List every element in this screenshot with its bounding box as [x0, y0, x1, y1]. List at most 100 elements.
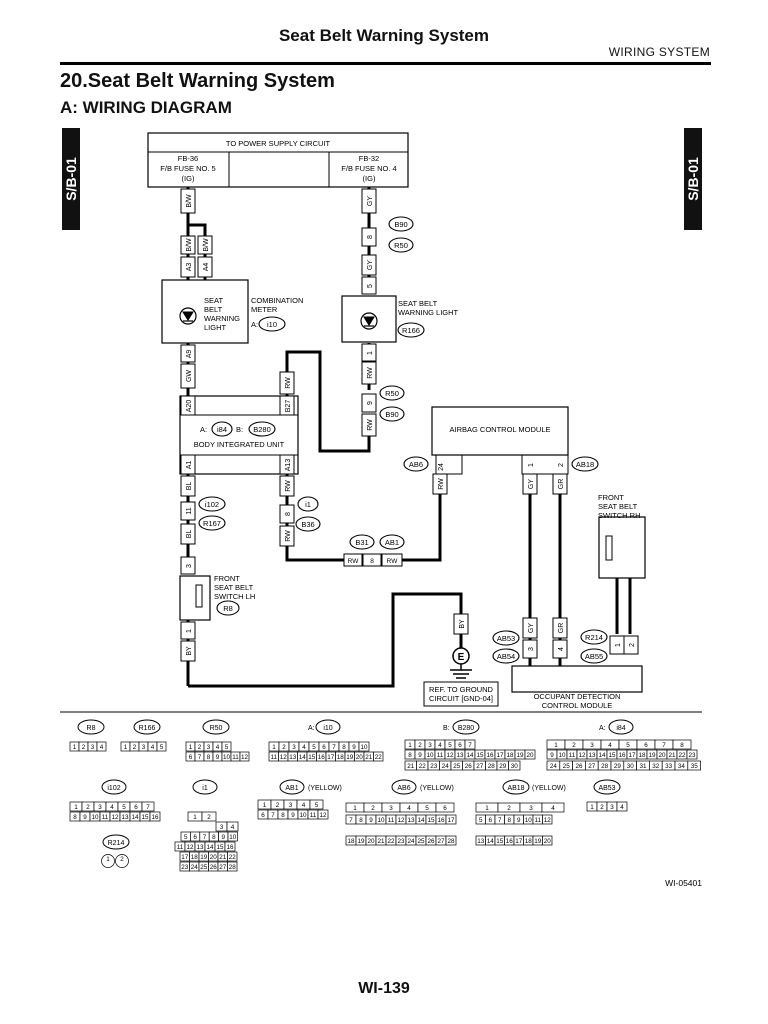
connector-b280-pin-number: 23 — [430, 763, 438, 770]
fuse-left-line1: FB-36 — [178, 154, 198, 163]
connector-i84-pin-number: 16 — [618, 752, 626, 759]
connector-r8-pin-number: 2 — [82, 744, 86, 751]
pin-label-a4: A4 — [203, 263, 210, 272]
connector-ab6-pin-number: 10 — [377, 817, 385, 824]
junction-b31-ab1 — [362, 553, 382, 567]
conn-ab54-label: AB54 — [497, 652, 515, 661]
view-i102-label: i102 — [107, 785, 120, 792]
connector-r50-pin-number: 12 — [241, 754, 249, 761]
connector-ab1-pin-number: 4 — [302, 802, 306, 809]
connector-i1-pin-number: 22 — [229, 854, 237, 861]
connector-i1-pin-number: 26 — [210, 864, 218, 871]
page-header-section: WIRING SYSTEM — [608, 45, 710, 59]
connector-ab6-pin-number: 16 — [437, 817, 445, 824]
section-title: 20.Seat Belt Warning System — [60, 70, 335, 92]
view-ab6-color: (YELLOW) — [420, 785, 454, 792]
connector-i10-pin-number: 17 — [327, 754, 335, 761]
connector-i102-pin-number: 8 — [73, 814, 77, 821]
connector-i84-pin-number: 8 — [680, 742, 684, 749]
connector-r214-pin-box — [101, 854, 115, 868]
connector-i10-pin-number: 7 — [332, 744, 336, 751]
connector-r50-pin-number: 3 — [207, 744, 211, 751]
connector-b280-pin-number: 20 — [526, 752, 534, 759]
connector-r8-pin-number: 3 — [91, 744, 95, 751]
connector-i10-pin-number: 12 — [280, 754, 288, 761]
conn-i10-label: i10 — [267, 320, 277, 329]
connector-i84-pin-number: 14 — [598, 752, 606, 759]
view-r214-label: R214 — [108, 840, 125, 847]
connector-r50-pin-box — [221, 741, 232, 752]
connector-ab53-pin-number: 3 — [610, 804, 614, 811]
connector-ab18-pin-number: 20 — [544, 838, 552, 845]
connector-i1-pin-number: 3 — [220, 824, 224, 831]
connector-i10-pin-number: 16 — [318, 754, 326, 761]
connector-ab18-pin-number: 12 — [544, 817, 552, 824]
occupant-detection-line2: CONTROL MODULE — [542, 701, 613, 710]
connector-i1-pin-number: 10 — [229, 834, 237, 841]
ground-label: E — [458, 652, 465, 663]
connector-ab18-pin-number: 9 — [517, 817, 521, 824]
connector-i1-pin-number: 19 — [200, 854, 208, 861]
view-i84-prefix: A: — [599, 725, 606, 732]
connector-b280-pin-number: 21 — [407, 763, 415, 770]
connector-r50-pin-number: 2 — [198, 744, 202, 751]
connector-b280-pin-number: 6 — [458, 742, 462, 749]
conn-r8-label: R8 — [223, 604, 233, 613]
conn-ab6-label: AB6 — [409, 460, 423, 469]
connector-i84-pin-number: 25 — [563, 763, 571, 770]
header-rule — [60, 62, 711, 65]
conn-b280-label: B280 — [253, 425, 271, 434]
connector-i84-pin-number: 13 — [588, 752, 596, 759]
connector-i1-pin-number: 17 — [181, 854, 189, 861]
connector-ab18-pin-number: 1 — [485, 805, 489, 812]
connector-i84-pin-number: 7 — [662, 742, 666, 749]
connector-ab18-pin-number: 3 — [529, 805, 533, 812]
pin-label-24: 24 — [438, 463, 445, 471]
wire-label-bw-3: B/W — [203, 238, 210, 252]
connector-ab6-pin-number: 24 — [407, 838, 415, 845]
connector-b280-pin-number: 28 — [488, 763, 496, 770]
connector-i84-pin-number: 5 — [626, 742, 630, 749]
connector-ab6-pin-number: 12 — [397, 817, 405, 824]
wire-label-by-2: BY — [459, 619, 466, 629]
wire-label-bw-2: B/W — [186, 238, 193, 252]
connector-ab6-pin-number: 8 — [359, 817, 363, 824]
connector-label-bubbles — [198, 216, 608, 664]
connector-i1-pin-number: 11 — [177, 844, 184, 851]
occupant-detection-module-box — [511, 665, 643, 693]
connector-b280-pin-number: 2 — [418, 742, 422, 749]
conn-i84-label: i84 — [217, 425, 227, 434]
conn-b90-mid-label: B90 — [385, 410, 398, 419]
connector-i10-pin-number: 14 — [299, 754, 307, 761]
connector-i1-pin-number: 14 — [206, 844, 214, 851]
connector-ab6-pin-number: 28 — [447, 838, 455, 845]
pin-label-a9: A9 — [186, 350, 193, 359]
lh-switch-line2: SEAT BELT — [214, 583, 254, 592]
connector-i84-pin-number: 30 — [627, 763, 635, 770]
connector-i84-pin-number: 2 — [572, 742, 576, 749]
lh-light-line2: BELT — [204, 305, 223, 314]
connector-i84-pin-number: 9 — [550, 752, 554, 759]
connector-i1-pin-number: 7 — [203, 834, 207, 841]
connector-i84-pin-number: 22 — [678, 752, 686, 759]
connector-b280-pin-number: 17 — [496, 752, 504, 759]
connector-i84-pin-number: 4 — [608, 742, 612, 749]
connector-ab6-pin-number: 22 — [387, 838, 395, 845]
connector-i10-pin-number: 1 — [272, 744, 276, 751]
connector-ab18-pin-number: 8 — [507, 817, 511, 824]
connector-b280-pin-box — [464, 739, 476, 750]
ground-ref-line1: REF. TO GROUND — [429, 685, 493, 694]
connector-b280-pin-number: 22 — [419, 763, 427, 770]
connector-b280-pin-number: 8 — [408, 752, 412, 759]
connector-b280-pin-number: 19 — [516, 752, 524, 759]
connector-i1-pin-number: 1 — [193, 814, 197, 821]
connector-ab1-pin-number: 10 — [299, 812, 307, 819]
pin-label-2-ab18: 2 — [558, 463, 565, 467]
connector-i102-pin-number: 3 — [98, 804, 102, 811]
connector-ab6-pin-number: 5 — [425, 805, 429, 812]
wire-label-gr-1: GR — [558, 479, 565, 490]
view-b280-prefix: B: — [443, 725, 450, 732]
connector-i102-pin-number: 11 — [102, 814, 109, 821]
connector-i1-pin-box — [227, 861, 238, 872]
connector-ab1-pin-number: 11 — [310, 812, 317, 819]
